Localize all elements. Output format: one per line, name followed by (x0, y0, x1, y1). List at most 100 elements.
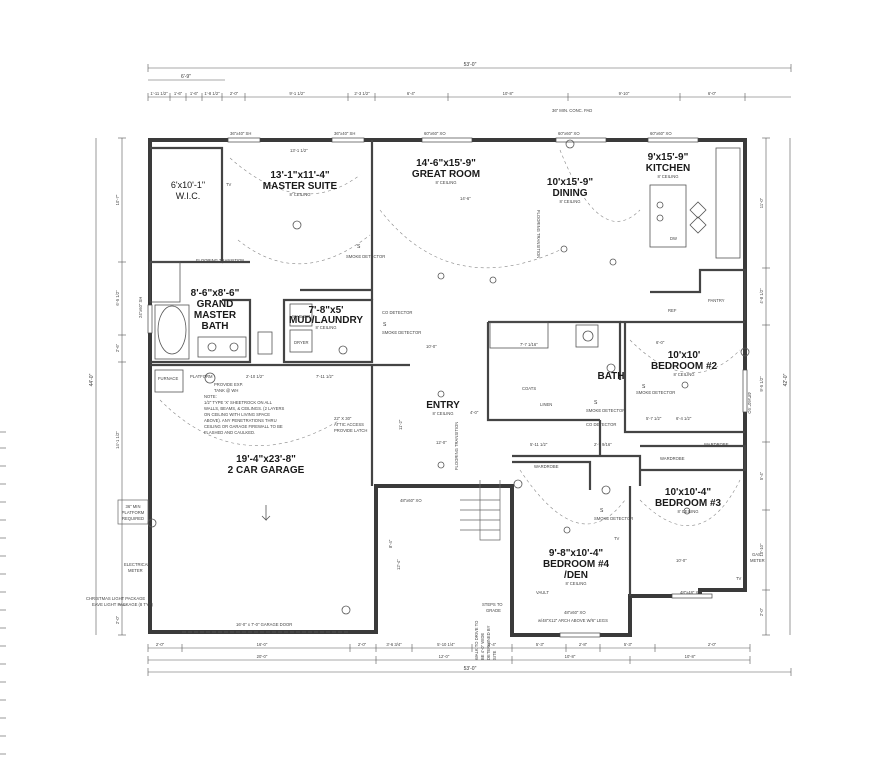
window-symbols (147, 137, 748, 638)
great-room-size: 14'-6"x15'-9" (416, 158, 476, 169)
dining-ceiling: 8' CEILING (559, 199, 580, 204)
pantry-label: PANTRY (708, 298, 725, 303)
entry-name: ENTRY (426, 400, 460, 411)
garage-note-1: 1/2" TYPE 'X' SHEETROCK ON ALL (204, 400, 273, 405)
interior-walls (150, 140, 747, 596)
dim-left-b: 6'-5 1/2" (115, 290, 120, 306)
window-3: 60"x60" XO (424, 131, 446, 136)
window-6: 48"x60" XO (400, 498, 422, 503)
dim-left-c: 2'-6" (115, 343, 120, 352)
idim-6: 8'-4" (388, 539, 393, 548)
entry-ceiling: 8' CEILING (432, 411, 453, 416)
platform-0: 36" MIN (126, 504, 141, 509)
idim-14: 5'-7 1/2" (646, 416, 662, 421)
dim-bottom-b: 16'-0" (257, 642, 268, 647)
dim-top-a: 1'-11 1/2" (150, 91, 168, 96)
idim-5: 11'-2" (398, 419, 403, 430)
dim-right-b: 4'-8 1/2" (759, 288, 764, 304)
smoke-detector-1: SMOKE DETECTOR (346, 254, 385, 259)
dim-top-h: 6'-4" (407, 91, 416, 96)
window-8: 48"x48" XO (680, 590, 702, 595)
dim-bottom-j: 2'-0" (708, 642, 717, 647)
dim-right-f: 2'-0" (759, 607, 764, 616)
dim-overall-left: 44'-0" (89, 373, 95, 386)
provide-exp: PROVIDE EXP. (214, 382, 243, 387)
dryer-label: DRYER (294, 340, 309, 345)
coats-label: COATS (522, 386, 536, 391)
dim-top-j: 9'-10" (619, 91, 630, 96)
wic-size: 6'x10'-1" (171, 180, 205, 190)
dim-bottom2-a: 20'-0" (257, 654, 268, 659)
kitchen-size: 9'x15'-9" (648, 152, 689, 163)
eave-light-note: EAVE LIGHT PACKAGE (8 TYP) (92, 602, 153, 607)
bedroom4-size: 9'-8"x10'-4" (549, 548, 604, 559)
dimension-bottom: 2'-0" 16'-0" 2'-0" 3'-6 3/4" 5'-10 1/4" … (147, 642, 792, 676)
dining-size: 10'x15'-9" (547, 177, 593, 188)
dimension-top: 53'-0" 6'-9" 1'-11 1/2" 1'-6" 1'-6" 1'-8… (147, 62, 792, 101)
platform-2: REQUIRED (122, 516, 144, 521)
bedroom2-ceiling: 8' CEILING (673, 372, 694, 377)
smoke-detector-2: SMOKE DETECTOR (636, 390, 675, 395)
bedroom4-ceiling: 8' CEILING (565, 581, 586, 586)
window-9: 48"x60" XO (747, 392, 752, 414)
idim-15: 10'-0" (676, 558, 687, 563)
bedroom3-ceiling: 8' CEILING (677, 509, 698, 514)
dimension-left: 44'-0" 10'-7" 6'-5 1/2" 2'-6" 14'-1 1/2"… (89, 137, 126, 636)
vault-note: VAULT (536, 590, 549, 595)
bedroom4-line1: BEDROOM #4 (543, 559, 610, 570)
window-4: 60"x60" XO (558, 131, 580, 136)
dim-left-e: 2'-0" (115, 615, 120, 624)
idim-7: 12'-4" (396, 559, 401, 570)
dim-top-d: 1'-8 1/2" (204, 91, 220, 96)
dim-bottom-d: 3'-6 3/4" (386, 642, 402, 647)
idim-2: 10'-0" (426, 344, 437, 349)
smoke-s-4: S (383, 322, 387, 328)
walk-3: SITE (492, 650, 497, 660)
dim-top-f: 9'-1 1/2" (289, 91, 305, 96)
dim-bottom-a: 2'-0" (156, 642, 165, 647)
idim-1: 14'-6" (460, 196, 471, 201)
master-bath-line1: GRAND (197, 299, 234, 310)
laundry-size: 7'-8"x5' (308, 305, 343, 316)
idim-9: 2'-10 1/2" (246, 374, 264, 379)
master-suite-ceiling: 8' CEILING (289, 192, 310, 197)
notes: NOTE: 1/2" TYPE 'X' SHEETROCK ON ALL WAL… (86, 108, 765, 660)
exterior-walls (148, 138, 747, 637)
smoke-s-2: S (642, 384, 646, 390)
tv-1: TV (226, 182, 232, 187)
wic-name: W.I.C. (176, 191, 201, 201)
garage-note-2: WALLS, BEAMS, & CEILINGS. (2 LAYERS (204, 406, 284, 411)
attic-access-1: ATTIC ACCESS (334, 422, 364, 427)
dim-left-d: 14'-1 1/2" (115, 431, 120, 449)
dim-left-a: 10'-7" (115, 194, 120, 205)
fixtures (149, 147, 741, 634)
smoke-detector-5: SMOKE DETECTOR (586, 408, 625, 413)
dim-top-e: 2'-0" (230, 91, 239, 96)
bedroom2-name: BEDROOM #2 (651, 361, 718, 372)
idim-8: 7'-11 1/2" (316, 374, 334, 379)
dim-top-i: 10'-8" (503, 91, 514, 96)
idim-12: 5'-11 1/2" (530, 442, 548, 447)
electrical-meter-0: ELECTRICAL (124, 562, 151, 567)
dw-label: DW (670, 236, 677, 241)
smoke-detector-4: SMOKE DETECTOR (382, 330, 421, 335)
idim-11: 7'-7 1/16" (520, 342, 538, 347)
garage-door-note: 16'-0" x 7'-0" GARAGE DOOR (236, 622, 292, 627)
master-bath-line3: BATH (201, 321, 228, 332)
smoke-s-5: S (594, 400, 598, 406)
window-2: 36"x40" SH (334, 131, 355, 136)
master-bath-size: 8'-6"x8'-6" (191, 288, 240, 299)
walk-2: DETERMINED BY (486, 625, 491, 660)
bedroom2-size: 10'x10' (668, 350, 701, 361)
dim-bottom-e: 5'-10 1/4" (437, 642, 455, 647)
linen-label: LINEN (540, 402, 552, 407)
laundry-ceiling: 8' CEILING (315, 325, 336, 330)
dim-bottom-h: 2'-8" (579, 642, 588, 647)
window-labels: 36"x40" SH 36"x40" SH 60"x60" XO 60"x60"… (138, 131, 752, 615)
dim-top-c: 1'-6" (190, 91, 199, 96)
dim-overall-right: 42'-0" (783, 373, 789, 386)
dim-overall-top: 53'-0" (464, 62, 477, 68)
dim-overall-bottom: 53'-0" (464, 666, 477, 672)
great-room-name: GREAT ROOM (412, 169, 480, 180)
